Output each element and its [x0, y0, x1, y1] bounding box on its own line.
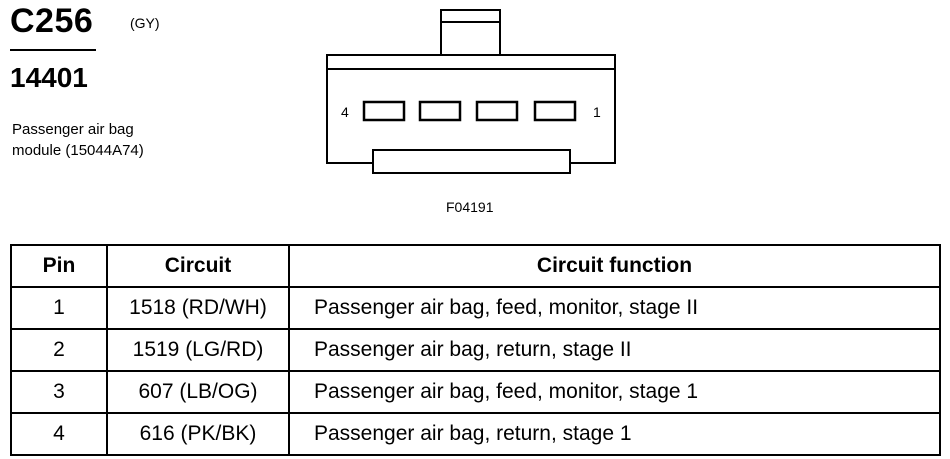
pinout-table: Pin Circuit Circuit function 1 1518 (RD/… [10, 244, 941, 456]
part-number: 14401 [10, 62, 88, 93]
table-row: 1 1518 (RD/WH) Passenger air bag, feed, … [10, 286, 941, 330]
header-circuit-function: Circuit function [288, 244, 941, 288]
header-pin: Pin [10, 244, 108, 288]
connector-id: C256 [10, 2, 94, 40]
connector-description: Passenger air bag module (15044A74) [12, 119, 144, 161]
header-circuit: Circuit [106, 244, 290, 288]
connector-bottom-key [372, 149, 571, 174]
pin-cavity-4 [362, 100, 406, 122]
function-cell: Passenger air bag, feed, monitor, stage … [288, 370, 941, 414]
pin-cavity-3 [418, 100, 462, 122]
description-line-1: Passenger air bag [12, 121, 134, 138]
circuit-cell: 1518 (RD/WH) [106, 286, 290, 330]
connector-face-diagram: 4 1 [326, 9, 616, 174]
connector-locking-tab [440, 9, 501, 56]
pin-cell: 1 [10, 286, 108, 330]
pin-label-right: 1 [593, 104, 601, 120]
circuit-cell: 616 (PK/BK) [106, 412, 290, 456]
function-cell: Passenger air bag, feed, monitor, stage … [288, 286, 941, 330]
table-row: 2 1519 (LG/RD) Passenger air bag, return… [10, 328, 941, 372]
pin-cell: 4 [10, 412, 108, 456]
pin-cell: 2 [10, 328, 108, 372]
pin-cell: 3 [10, 370, 108, 414]
description-line-2: module (15044A74) [12, 142, 144, 159]
function-cell: Passenger air bag, return, stage 1 [288, 412, 941, 456]
connector-color-code: (GY) [130, 15, 160, 31]
pin-cavity-2 [475, 100, 519, 122]
table-row: 4 616 (PK/BK) Passenger air bag, return,… [10, 412, 941, 456]
pin-cavity-1 [533, 100, 577, 122]
table-row: 3 607 (LB/OG) Passenger air bag, feed, m… [10, 370, 941, 414]
connector-id-underline [10, 49, 96, 51]
table-header-row: Pin Circuit Circuit function [10, 244, 941, 288]
figure-id: F04191 [446, 199, 494, 215]
circuit-cell: 607 (LB/OG) [106, 370, 290, 414]
pin-label-left: 4 [341, 104, 349, 120]
circuit-cell: 1519 (LG/RD) [106, 328, 290, 372]
function-cell: Passenger air bag, return, stage II [288, 328, 941, 372]
